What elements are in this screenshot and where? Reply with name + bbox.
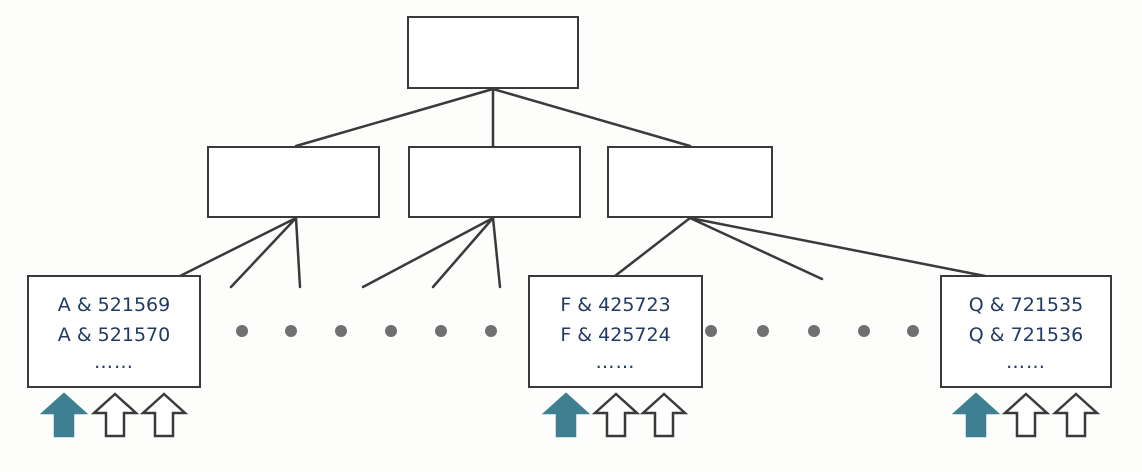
internal-node-3 (607, 146, 773, 218)
connector-line (613, 216, 692, 278)
connector-line (294, 87, 495, 148)
connector-line (688, 216, 987, 278)
connector-line (294, 216, 302, 289)
leaf-entry: Q & 721535 (968, 294, 1084, 316)
internal-node-2 (408, 146, 581, 218)
leaf-node-3: Q & 721535 Q & 721536 …… (940, 275, 1112, 388)
leaf-entry: A & 521570 (57, 324, 171, 346)
connector-line (431, 216, 495, 289)
leaf-ellipsis: …… (94, 351, 134, 373)
ellipsis-dot-icon (757, 325, 769, 337)
ellipsis-dot-icon (907, 325, 919, 337)
ellipsis-dot-icon (808, 325, 820, 337)
ellipsis-dot-icon (435, 325, 447, 337)
ellipsis-dot-icon (858, 325, 870, 337)
up-arrow-outline-icon (139, 392, 189, 438)
ellipsis-dot-icon (385, 325, 397, 337)
up-arrow-outline-icon (1051, 392, 1101, 438)
up-arrow-filled-icon (951, 392, 1001, 438)
up-arrow-outline-icon (1001, 392, 1051, 438)
leaf-entry: A & 521569 (57, 294, 171, 316)
internal-node-1 (207, 146, 380, 218)
ellipsis-dot-icon (285, 325, 297, 337)
leaf-entry: F & 425724 (560, 324, 671, 346)
up-arrow-outline-icon (639, 392, 689, 438)
up-arrow-filled-icon (541, 392, 591, 438)
connector-line (361, 216, 495, 289)
up-arrow-filled-icon (39, 392, 89, 438)
leaf-node-2: F & 425723 F & 425724 …… (528, 275, 703, 388)
connector-line (688, 216, 824, 281)
connector-line (491, 87, 692, 148)
connector-line (229, 216, 298, 289)
leaf-ellipsis: …… (1006, 351, 1046, 373)
connector-line (178, 216, 298, 278)
root-node (407, 16, 579, 89)
connector-line (491, 216, 502, 289)
ellipsis-dot-icon (335, 325, 347, 337)
up-arrow-outline-icon (90, 392, 140, 438)
leaf-entry: Q & 721536 (968, 324, 1084, 346)
leaf-entry: F & 425723 (560, 294, 671, 316)
leaf-ellipsis: …… (595, 351, 636, 373)
up-arrow-outline-icon (591, 392, 641, 438)
ellipsis-dot-icon (705, 325, 717, 337)
leaf-node-1: A & 521569 A & 521570 …… (27, 275, 201, 388)
ellipsis-dot-icon (485, 325, 497, 337)
ellipsis-dot-icon (236, 325, 248, 337)
